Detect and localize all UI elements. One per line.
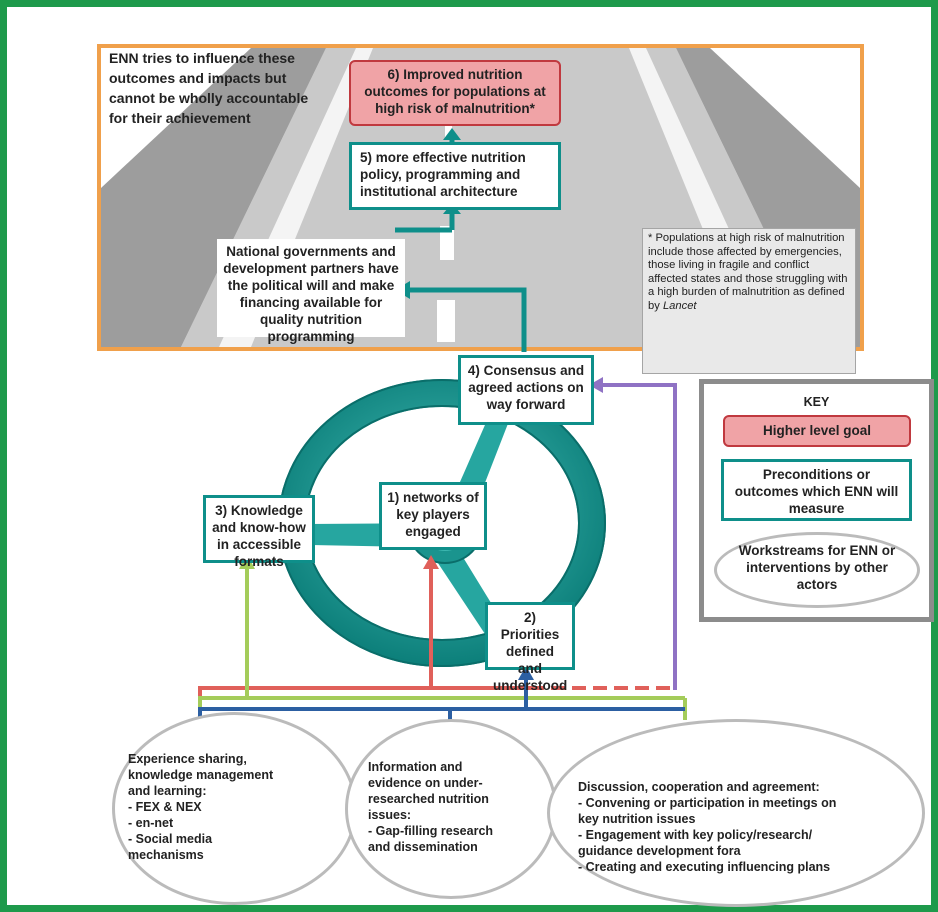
outcome-4-box: 4) Consensus and agreed actions on way f…: [458, 355, 594, 425]
note-text: * Populations at high risk of malnutriti…: [648, 232, 848, 312]
outcome-2-box: 2) Priorities defined and understood: [485, 602, 575, 693]
key-legend: KEY Higher level goal Preconditions or o…: [699, 379, 934, 622]
workstream-left-ellipse: [112, 712, 357, 905]
workstream-middle-text: Information and evidence on under- resea…: [368, 760, 494, 854]
outcome-5-box: 5) more effective nutrition policy, prog…: [349, 142, 561, 210]
national-governments-box: National governments and development par…: [217, 239, 405, 344]
key-workstream-text: Workstreams for ENN or interventions by …: [738, 543, 896, 592]
workstream-right-text: Discussion, cooperation and agreement: -…: [578, 780, 837, 874]
key-title: KEY: [803, 395, 830, 409]
key-precondition-sample: Preconditions or outcomes which ENN will…: [721, 459, 912, 521]
key-goal-sample: Higher level goal: [723, 415, 911, 447]
outcome-1-box: 1) networks of key players engaged: [379, 482, 487, 550]
workstream-left-text: Experience sharing, knowledge management…: [128, 752, 274, 862]
outcome-3-box: 3) Knowledge and know-how in accessible …: [203, 495, 315, 569]
high-risk-note: * Populations at high risk of malnutriti…: [642, 228, 856, 374]
intro-text: ENN tries to influence these outcomes an…: [109, 50, 309, 126]
note-italic: Lancet: [662, 299, 697, 312]
key-workstream-sample: [714, 532, 920, 608]
workstream-right-ellipse: [547, 719, 925, 907]
workstream-middle-ellipse: [345, 719, 557, 899]
goal-6-box: 6) Improved nutrition outcomes for popul…: [349, 60, 561, 126]
